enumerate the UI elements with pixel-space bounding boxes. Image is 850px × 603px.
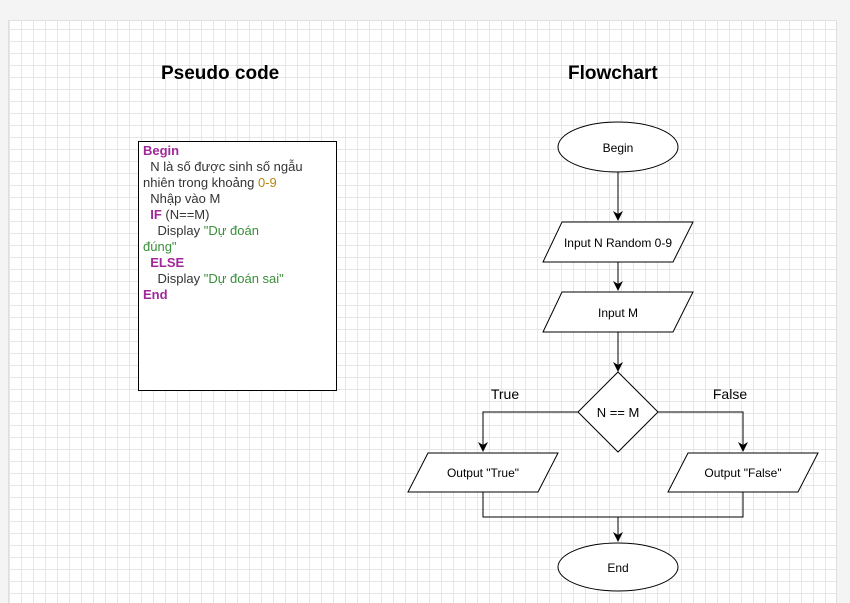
pseudo-end-keyword: End — [143, 287, 168, 302]
end-terminator — [557, 542, 679, 592]
begin-label: Begin — [603, 141, 634, 155]
pseudo-line-begin: Begin — [143, 143, 332, 159]
pseudo-display1-text: Display — [157, 223, 204, 238]
pseudo-code-box: Begin N là số được sinh số ngẫu nhiên tr… — [138, 141, 337, 391]
pseudo-display2-text: Display — [157, 271, 204, 286]
pseudo-else-keyword: ELSE — [150, 255, 185, 270]
pseudo-line-3-text: nhiên trong khoảng — [143, 175, 258, 190]
pseudo-line-display1-cont: đúng" — [143, 239, 332, 255]
pseudo-if-condition: (N==M) — [161, 207, 210, 222]
decision-label: N == M — [597, 405, 640, 420]
connector-decision-true — [478, 411, 578, 452]
pseudo-display2-string: "Dự đoán sai" — [203, 271, 284, 286]
output-false-label: Output "False" — [704, 466, 781, 480]
pseudo-display1-string-b: đúng" — [143, 239, 177, 254]
pseudo-line-display2: Display "Dự đoán sai" — [143, 271, 332, 287]
decision-diamond — [577, 371, 659, 453]
pseudo-begin-keyword: Begin — [143, 143, 180, 158]
input-n-label: Input N Random 0-9 — [564, 236, 672, 250]
input-m-label: Input M — [598, 306, 638, 320]
flowchart-heading: Flowchart — [568, 63, 658, 84]
pseudo-code-heading: Pseudo code — [161, 63, 280, 84]
end-label: End — [607, 561, 628, 575]
pseudo-range-number: 0-9 — [257, 175, 277, 190]
begin-terminator — [557, 121, 679, 173]
pseudo-line-4: Nhập vào M — [143, 191, 332, 207]
input-n-parallelogram — [542, 221, 694, 263]
output-true-label: Output "True" — [447, 466, 519, 480]
diagram-canvas — [8, 20, 837, 603]
pseudo-line-3: nhiên trong khoảng 0-9 — [143, 175, 332, 191]
connector-merge — [482, 492, 744, 518]
true-branch-label: True — [491, 386, 519, 402]
pseudo-line-display1: Display "Dự đoán — [143, 223, 332, 239]
pseudo-line-end: End — [143, 287, 332, 303]
output-false-parallelogram — [667, 452, 819, 493]
pseudo-line-2: N là số được sinh số ngẫu — [143, 159, 332, 175]
pseudo-if-keyword: IF — [150, 207, 162, 222]
pseudo-line-if: IF (N==M) — [143, 207, 332, 223]
output-true-parallelogram — [407, 452, 559, 493]
pseudo-line-2-text: N là số được sinh số ngẫu — [150, 159, 303, 174]
pseudo-line-4-text: Nhập vào M — [150, 191, 221, 206]
pseudo-display1-string-a: "Dự đoán — [203, 223, 259, 238]
input-m-parallelogram — [542, 291, 694, 333]
pseudo-line-else: ELSE — [143, 255, 332, 271]
connector-decision-false — [658, 411, 748, 452]
false-branch-label: False — [713, 386, 747, 402]
